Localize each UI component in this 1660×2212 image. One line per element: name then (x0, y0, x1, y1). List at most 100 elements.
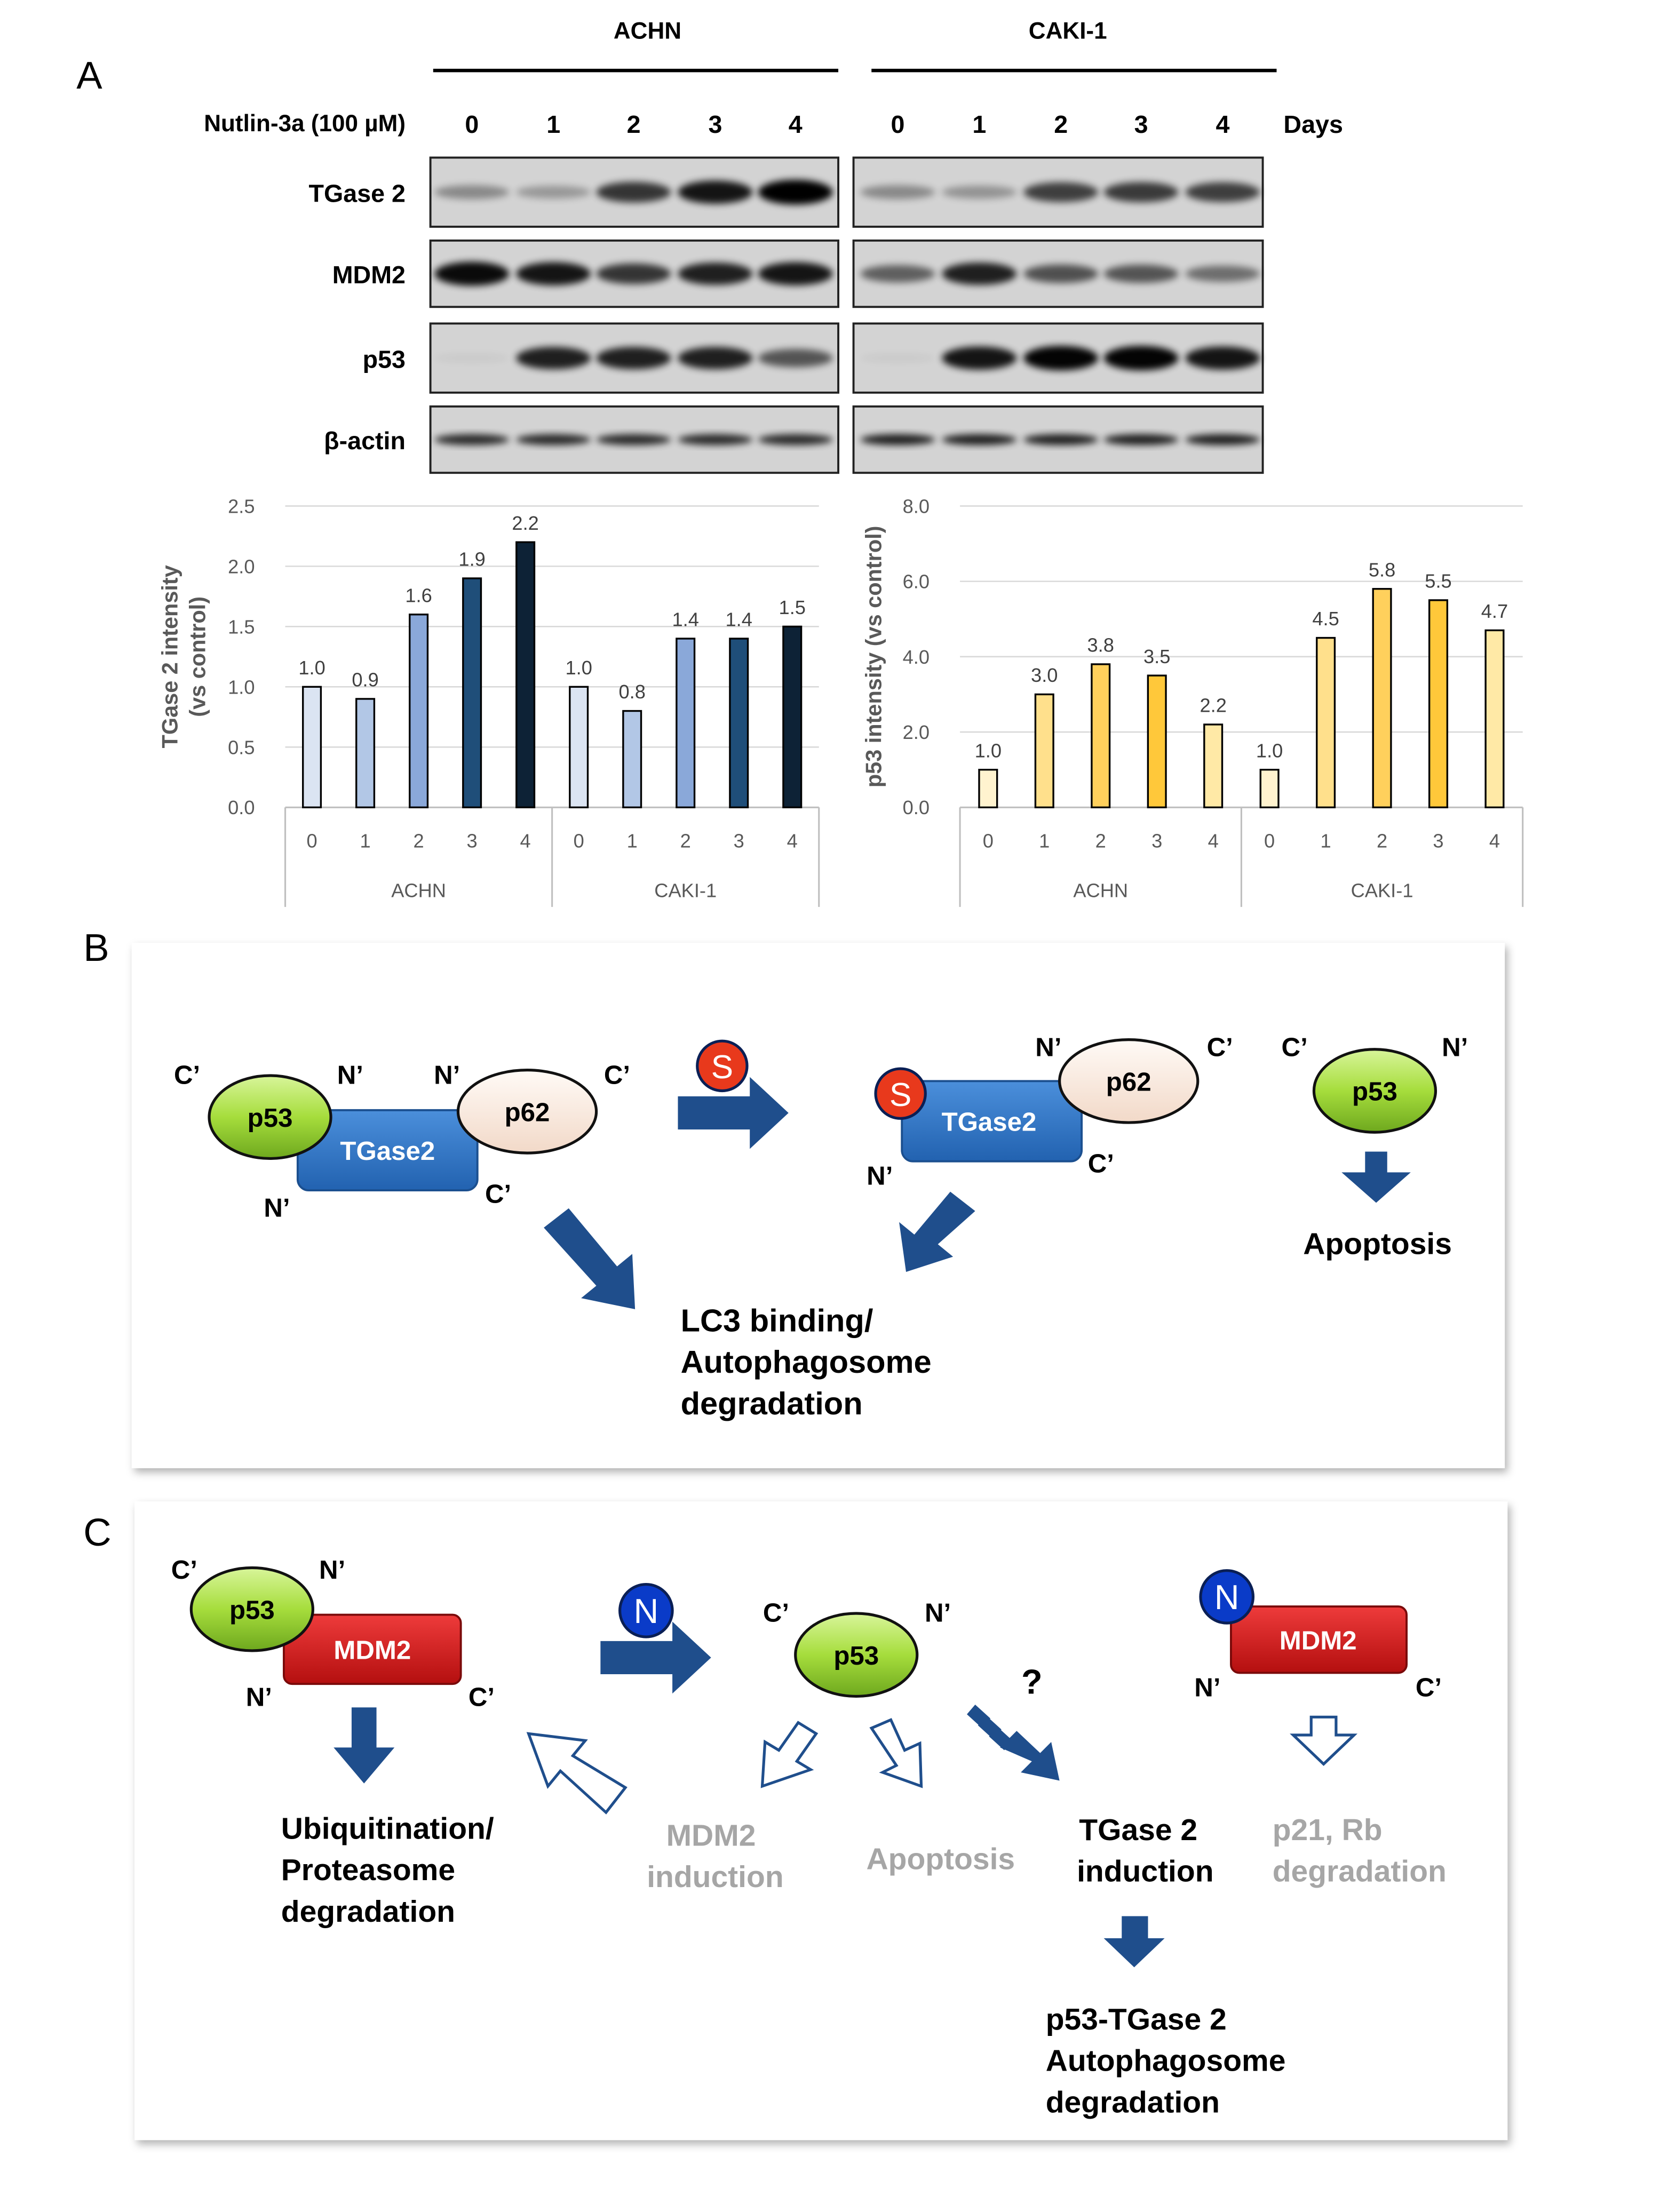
x-tick-label: 1 (360, 830, 370, 852)
blot-band (678, 180, 753, 204)
blot-band (596, 347, 671, 370)
n-marker-label: N (1214, 1578, 1240, 1617)
blot-band (434, 353, 510, 363)
c-term-label: C’ (763, 1598, 789, 1628)
diagonal-arrow (899, 1191, 975, 1272)
blot-band (1185, 265, 1260, 282)
lane-label: 3 (1134, 110, 1148, 138)
y-axis-title: TGase 2 intensity (157, 565, 182, 748)
treatment-label: Nutlin-3a (100 µM) (204, 110, 406, 137)
mdm2-box (283, 1613, 462, 1685)
hollow-arrow (1290, 1715, 1358, 1767)
data-label: 1.4 (726, 609, 752, 631)
blot-band (1023, 434, 1099, 445)
n-term-label: N’ (867, 1161, 893, 1191)
p62-label: p62 (505, 1098, 550, 1127)
data-label: 1.6 (405, 584, 432, 606)
blot-band (860, 265, 935, 283)
y-tick-label: 8.0 (903, 495, 930, 517)
p53-node (189, 1566, 314, 1652)
bar (729, 638, 749, 808)
group-label: ACHN (1073, 880, 1128, 902)
blot-band (434, 434, 510, 445)
blot-band (596, 181, 671, 203)
p21-rb-text: p21, Rb degradation (1273, 1813, 1447, 1889)
data-label: 3.5 (1143, 646, 1170, 667)
blot-band (942, 346, 1017, 370)
p53-node (794, 1612, 919, 1698)
data-label: 5.5 (1425, 570, 1451, 592)
c-term-label: C’ (174, 1061, 200, 1090)
blot-band (596, 434, 671, 445)
lane-label: 2 (627, 110, 641, 138)
blot-band (596, 263, 671, 284)
autophagosome-text: p53-TGase 2 Autophagosome degradation (1046, 2002, 1294, 2119)
s-marker (874, 1067, 927, 1120)
y-tick-label: 2.0 (228, 555, 255, 577)
data-label: 1.0 (565, 657, 592, 679)
bar (1147, 674, 1167, 808)
blot-band (678, 434, 753, 445)
bar (1316, 636, 1336, 808)
x-tick-label: 0 (574, 830, 584, 852)
ubiquitination-text: Ubiquitination/ Proteasome degradation (281, 1811, 503, 1928)
x-tick-label: 1 (627, 830, 638, 852)
data-label: 5.8 (1369, 559, 1395, 580)
down-arrow (333, 1707, 395, 1784)
bar (1203, 723, 1224, 808)
x-tick-label: 0 (1264, 830, 1275, 852)
c-term-label: C’ (1088, 1149, 1114, 1178)
blot-band (1185, 182, 1260, 202)
panel-b-box (131, 943, 1505, 1468)
blot-band (1023, 346, 1099, 371)
blot-band (1103, 264, 1179, 283)
x-tick-label: 4 (1208, 830, 1219, 852)
blot-row-label: p53 (363, 345, 406, 373)
dashed-arrow (967, 1705, 1060, 1781)
group-label: ACHN (391, 880, 446, 902)
p53-label: p53 (833, 1641, 879, 1670)
data-label: 2.2 (1200, 695, 1226, 717)
blot-band (1103, 182, 1179, 203)
tgase2-box (901, 1080, 1083, 1163)
lane-label: 0 (465, 110, 479, 138)
bar (462, 577, 482, 808)
blot-band (1103, 434, 1179, 445)
right-arrow (600, 1621, 711, 1694)
data-label: 1.0 (1256, 739, 1283, 761)
y-tick-label: 6.0 (903, 571, 930, 593)
lane-label: 1 (546, 110, 560, 138)
lane-label: 4 (1216, 110, 1229, 138)
bar (978, 768, 998, 808)
x-tick-label: 2 (680, 830, 691, 852)
lane-label: 1 (972, 110, 986, 138)
n-term-label: N’ (434, 1061, 460, 1090)
x-tick-label: 4 (787, 830, 798, 852)
down-arrow (1341, 1151, 1411, 1203)
blot-band (516, 434, 591, 445)
blot-band (678, 347, 753, 370)
tgase2-induction-text: TGase 2 induction (1077, 1813, 1213, 1889)
p53-node (1312, 1048, 1437, 1134)
x-tick-label: 0 (983, 830, 994, 852)
n-term-label: N’ (925, 1598, 951, 1628)
x-tick-label: 1 (1039, 830, 1050, 852)
s-marker (696, 1039, 749, 1093)
blot-band (516, 262, 591, 285)
blot-row-label: MDM2 (332, 261, 406, 289)
bar (1484, 629, 1505, 808)
bar (409, 614, 429, 808)
blot-band (516, 347, 591, 370)
n-marker (1199, 1569, 1255, 1625)
y-tick-label: 4.0 (903, 646, 930, 668)
x-tick-label: 1 (1321, 830, 1331, 852)
y-tick-label: 2.0 (903, 721, 930, 743)
question-mark: ? (1021, 1662, 1043, 1701)
p53-intensity-chart: 0.02.04.06.08.01.003.013.823.532.24ACHN1… (861, 495, 1524, 907)
apoptosis-label: Apoptosis (1303, 1227, 1452, 1261)
p62-node (456, 1069, 598, 1155)
c-term-label: C’ (468, 1683, 495, 1712)
p53-label: p53 (229, 1595, 275, 1625)
y-axis-title: (vs control) (185, 596, 210, 717)
